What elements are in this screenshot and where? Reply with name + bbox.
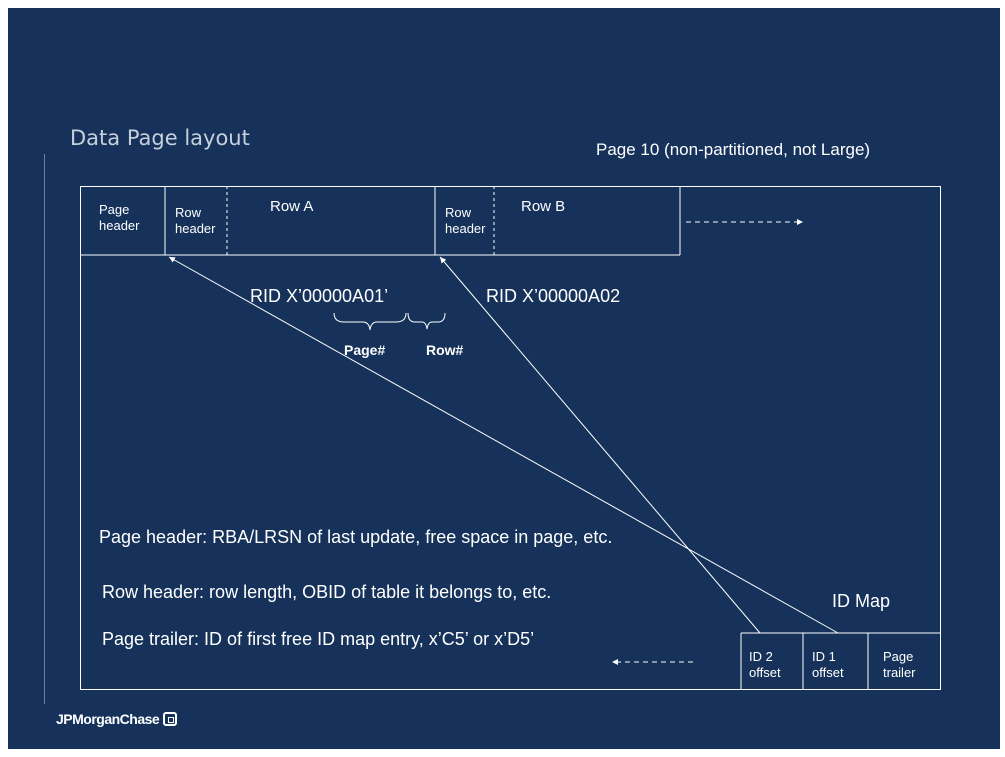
page-header-cell-line1: Page	[99, 202, 130, 217]
row-header-a-cell: Row header	[175, 205, 215, 237]
rid-row-b: RID X’00000A02	[486, 286, 621, 306]
page-trailer-line2: trailer	[883, 665, 916, 680]
id1-offset-line1: ID 1	[812, 649, 836, 664]
id2-offset-line1: ID 2	[749, 649, 773, 664]
id-map-label: ID Map	[832, 591, 891, 611]
desc-row-header: Row header: row length, OBID of table it…	[102, 582, 552, 602]
pointer-id1-to-row-a	[168, 256, 839, 634]
id2-offset-line2: offset	[749, 665, 781, 680]
row-header-b-cell: Row header	[445, 205, 485, 237]
rid-row-a: RID X’00000A01’	[250, 286, 389, 306]
id1-offset-line2: offset	[812, 665, 844, 680]
row-a-label: Row A	[270, 198, 314, 215]
page-trailer-cell: Page trailer	[883, 649, 916, 681]
slide-title: Data Page layout	[70, 126, 250, 150]
row-b-label: Row B	[521, 198, 566, 215]
pointer-id2-to-row-b	[439, 256, 761, 634]
page-header-cell-line2: header	[99, 218, 140, 233]
diagram-lines	[80, 186, 941, 690]
desc-page-header: Page header: RBA/LRSN of last update, fr…	[99, 527, 613, 547]
row-brace	[407, 312, 446, 330]
logo-text: JPMorganChase	[56, 711, 160, 727]
page-label: Page 10 (non-partitioned, not Large)	[596, 140, 871, 159]
row-number-label: Row#	[426, 342, 464, 358]
page-trailer-line1: Page	[883, 649, 914, 664]
id2-offset-cell: ID 2 offset	[749, 649, 781, 681]
slide: Data Page layout Page 10 (non-partitione…	[8, 8, 1000, 749]
octagon-logo-icon	[163, 712, 178, 726]
row-header-b-line1: Row	[445, 205, 472, 220]
left-rule	[44, 154, 45, 704]
page-number-label: Page#	[344, 342, 386, 358]
data-page-box	[80, 186, 941, 690]
row-header-b-line2: header	[445, 221, 486, 236]
page-brace	[333, 312, 407, 331]
company-logo: JPMorganChase	[56, 711, 178, 727]
page-header-cell: Page header	[99, 202, 139, 234]
row-header-a-line1: Row	[175, 205, 202, 220]
id1-offset-cell: ID 1 offset	[812, 649, 844, 681]
row-header-a-line2: header	[175, 221, 216, 236]
desc-page-trailer: Page trailer: ID of first free ID map en…	[102, 629, 535, 649]
